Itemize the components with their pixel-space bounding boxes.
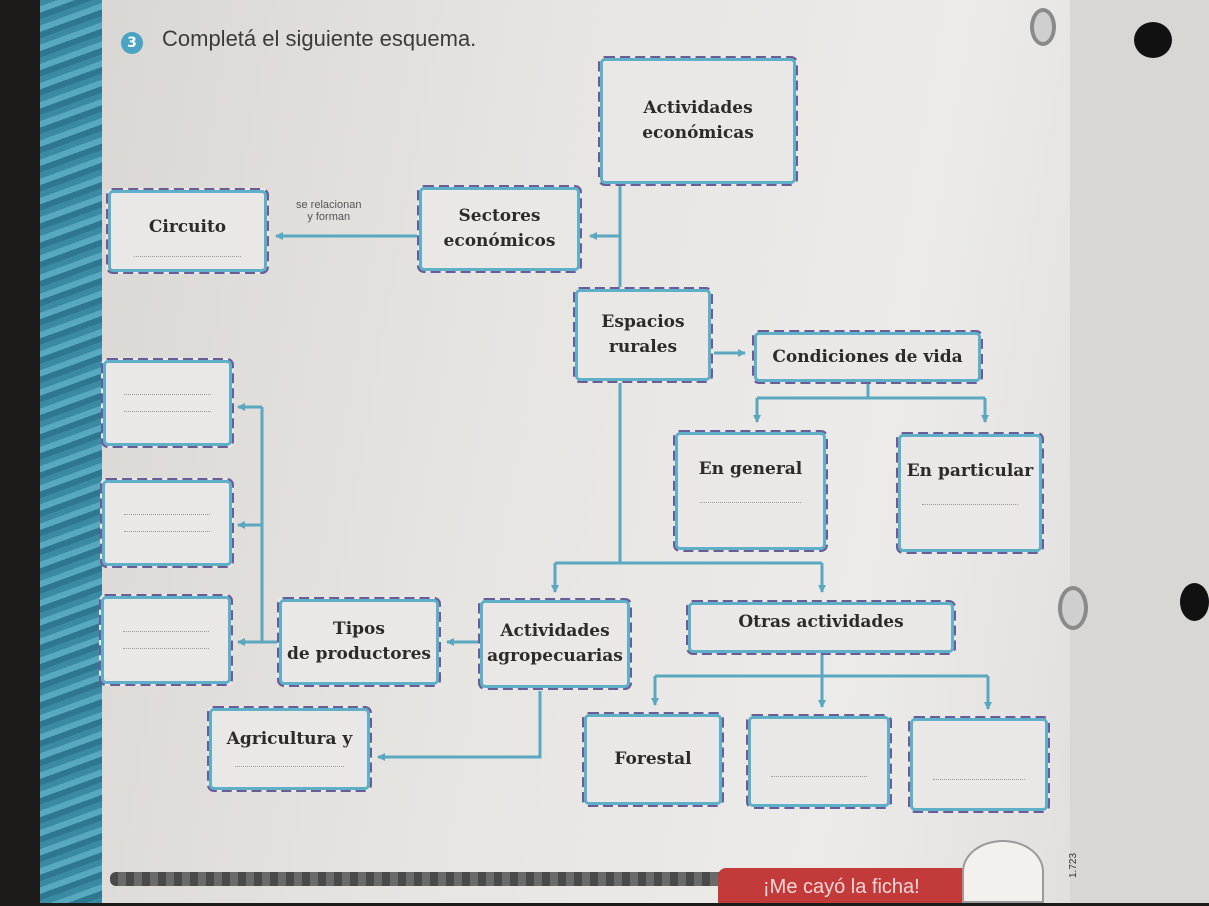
answer-line[interactable] [123, 514, 211, 515]
box-agricultura: Agricultura y [207, 706, 372, 792]
answer-line[interactable] [235, 765, 344, 767]
ribbon-banner: ¡Me cayó la ficha! [718, 868, 970, 903]
answer-line[interactable] [699, 501, 802, 503]
answer-line[interactable] [122, 631, 210, 632]
answer-line[interactable] [122, 648, 210, 649]
note-line-2: y forman [307, 211, 351, 224]
answer-line[interactable] [133, 255, 242, 257]
box-text-line-2: económicos [443, 231, 556, 251]
page-code: 1.723 [1068, 852, 1079, 878]
box-label: Otras actividades [738, 612, 904, 633]
box-en-particular: En particular [896, 432, 1044, 554]
binder-hole-top [1134, 22, 1172, 58]
box-text-line-2: de productores [287, 644, 431, 664]
instruction-text: Completá el siguiente esquema. [162, 26, 477, 51]
binder-hole-middle [1180, 583, 1209, 621]
exercise-number-badge: 3 [121, 32, 143, 54]
mascot-illustration-icon [962, 840, 1044, 903]
box-label: Circuito [148, 217, 227, 237]
box-label: Agricultura y [226, 729, 353, 749]
blank-box-right[interactable] [908, 716, 1050, 813]
box-label: Condiciones de vida [772, 346, 963, 367]
ribbon-text: ¡Me cayó la ficha! [763, 876, 920, 898]
box-text-line-1: Actividades [643, 98, 753, 119]
answer-line[interactable] [123, 531, 211, 532]
box-label: En general [698, 459, 803, 479]
box-actividades-agropecuarias: Actividades agropecuarias [478, 598, 632, 690]
box-condiciones-de-vida: Condiciones de vida [752, 330, 983, 384]
box-tipos-de-productores: Tipos de productores [277, 597, 441, 687]
connector-note: se relacionan y forman [296, 199, 361, 223]
book-cover-edge [40, 0, 102, 903]
box-actividades-economicas: Actividades económicas [598, 56, 798, 186]
box-en-general: En general [673, 430, 828, 552]
next-page-edge [1070, 0, 1209, 903]
box-forestal: Forestal [582, 712, 724, 807]
binder-ring-top [1030, 8, 1056, 46]
answer-line[interactable] [124, 394, 211, 395]
box-text-line-1: Sectores [458, 206, 541, 227]
arrow-to-agricultura [377, 691, 542, 761]
blank-box-3[interactable] [99, 594, 233, 686]
box-label: En particular [906, 461, 1034, 481]
answer-line[interactable] [921, 503, 1019, 505]
box-text-line-1: Espacios [601, 312, 685, 333]
blank-box-1[interactable] [101, 358, 234, 448]
box-text-line-2: agropecuarias [487, 646, 623, 666]
box-text-line-1: Actividades [500, 621, 610, 642]
box-circuito: Circuito [106, 188, 269, 274]
page-bottom-border [110, 872, 750, 886]
box-text-line-1: Tipos [333, 619, 385, 640]
box-espacios-rurales: Espacios rurales [573, 287, 713, 383]
box-sectores-economicos: Sectores económicos [417, 185, 582, 273]
binder-ring-middle [1058, 586, 1088, 630]
answer-line[interactable] [124, 411, 211, 412]
blank-box-2[interactable] [100, 478, 234, 568]
box-text-line-2: rurales [608, 337, 678, 357]
exercise-instruction: Completá el siguiente esquema. [162, 26, 476, 52]
note-line-1: se relacionan [296, 199, 362, 211]
answer-line[interactable] [771, 776, 867, 777]
blank-box-mid[interactable] [746, 714, 892, 809]
box-label: Forestal [614, 749, 692, 770]
box-text-line-2: económicas [642, 123, 754, 143]
box-otras-actividades: Otras actividades [686, 600, 956, 655]
answer-line[interactable] [932, 779, 1026, 780]
